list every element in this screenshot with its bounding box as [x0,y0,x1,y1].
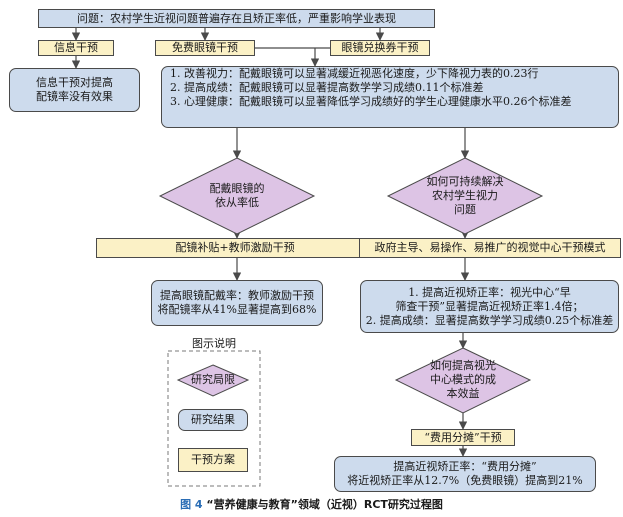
cost-share-box: “费用分摊”干预 [411,429,515,446]
diamond-sustainable-line: 问题 [454,203,476,216]
diamond-cost-line: 本效益 [446,387,480,400]
figure-number: 图 4 [180,498,203,511]
diamond-sustainable-line: 农村学生视力 [432,189,498,202]
branch-info-intervention: 信息干预 [38,40,114,56]
final-result-box: 提高近视矫正率：“费用分摊” 将近视矫正率从12.7%（免费眼镜）提高到21% [334,456,596,492]
glasses-result-line: 1. 改善视力：配戴眼镜可以显著减缓近视恶化速度，少下降视力表的0.23行 [170,67,539,80]
info-result-box: 信息干预对提高 配镜率没有效果 [9,68,140,112]
legend-frame [167,350,261,487]
right-intervention-label: 政府主导、易操作、易推广的视觉中心干预模式 [374,241,606,254]
branch-free-glasses: 免费眼镜干预 [155,40,255,56]
branch-voucher-label: 眼镜兑换券干预 [341,41,419,54]
right-result-line: 1. 提高近视矫正率：视光中心“早 [408,285,571,299]
left-result-box: 提高眼镜配戴率：教师激励干预 将配镜率从41%显著提高到68% [151,280,323,326]
diamond-cost-effectiveness-label: 如何提高视光 中心模式的成 本效益 [413,356,513,404]
left-result-line: 提高眼镜配戴率：教师激励干预 [160,289,314,302]
figure-title: “营养健康与教育”领域（近视）RCT研究过程图 [206,498,443,511]
diamond-shape-compliance [158,157,316,235]
diamond-shape-cost-effectiveness [394,347,532,414]
info-result-line: 配镜率没有效果 [36,90,113,103]
right-intervention-box: 政府主导、易操作、易推广的视觉中心干预模式 [359,238,621,258]
diamond-sustainable-label: 如何可持续解决 农村学生视力 问题 [405,172,525,220]
diamond-compliance-line: 依从率低 [215,196,259,209]
cost-share-label: “费用分摊”干预 [424,430,502,444]
glasses-result-line: 3. 心理健康：配戴眼镜可以显著降低学习成绩好的学生心理健康水平0.26个标准差 [170,95,572,108]
legend-intervention-box: 干预方案 [178,448,248,472]
right-result-line: 2. 提高成绩：显著提高数学学习成绩0.25个标准差 [365,313,614,327]
legend-intervention-label: 干预方案 [191,453,235,466]
left-result-line: 将配镜率从41%显著提高到68% [157,303,317,316]
branch-voucher: 眼镜兑换券干预 [330,40,430,56]
branch-info-label: 信息干预 [54,41,98,54]
problem-box: 问题：农村学生近视问题普遍存在且矫正率低，严重影响学业表现 [38,9,435,28]
problem-text: 问题：农村学生近视问题普遍存在且矫正率低，严重影响学业表现 [77,11,396,25]
diamond-compliance-label: 配戴眼镜的 依从率低 [180,178,294,214]
figure-caption: 图 4 “营养健康与教育”领域（近视）RCT研究过程图 [0,496,623,512]
legend-limitation-label: 研究局限 [191,373,235,386]
final-result-line: 提高近视矫正率：“费用分摊” [393,460,537,473]
diamond-sustainable-line: 如何可持续解决 [426,175,504,188]
right-result-line: 筛查干预”显著提高近视矫正率1.4倍； [395,299,584,313]
final-result-line: 将近视矫正率从12.7%（免费眼镜）提高到21% [347,474,583,487]
legend-limitation-shape [176,364,250,397]
glasses-results-box: 1. 改善视力：配戴眼镜可以显著减缓近视恶化速度，少下降视力表的0.23行 2.… [161,66,619,128]
legend-result-box: 研究结果 [178,409,248,431]
right-result-box: 1. 提高近视矫正率：视光中心“早 筛查干预”显著提高近视矫正率1.4倍； 2.… [360,280,619,333]
left-intervention-label: 配镜补贴+教师激励干预 [175,241,295,254]
branch-free-glasses-label: 免费眼镜干预 [172,41,238,54]
diamond-cost-line: 中心模式的成 [430,373,496,386]
glasses-result-line: 2. 提高成绩：配戴眼镜可以显著提高数学学习成绩0.11个标准差 [170,81,484,94]
diamond-cost-line: 如何提高视光 [430,359,496,372]
diamond-shape-sustainable [386,157,544,235]
diamond-compliance-line: 配戴眼镜的 [209,182,265,195]
legend-title: 图示说明 [192,337,236,350]
legend-result-label: 研究结果 [191,413,235,426]
info-result-line: 信息干预对提高 [36,76,113,89]
left-intervention-box: 配镜补贴+教师激励干预 [96,238,374,258]
